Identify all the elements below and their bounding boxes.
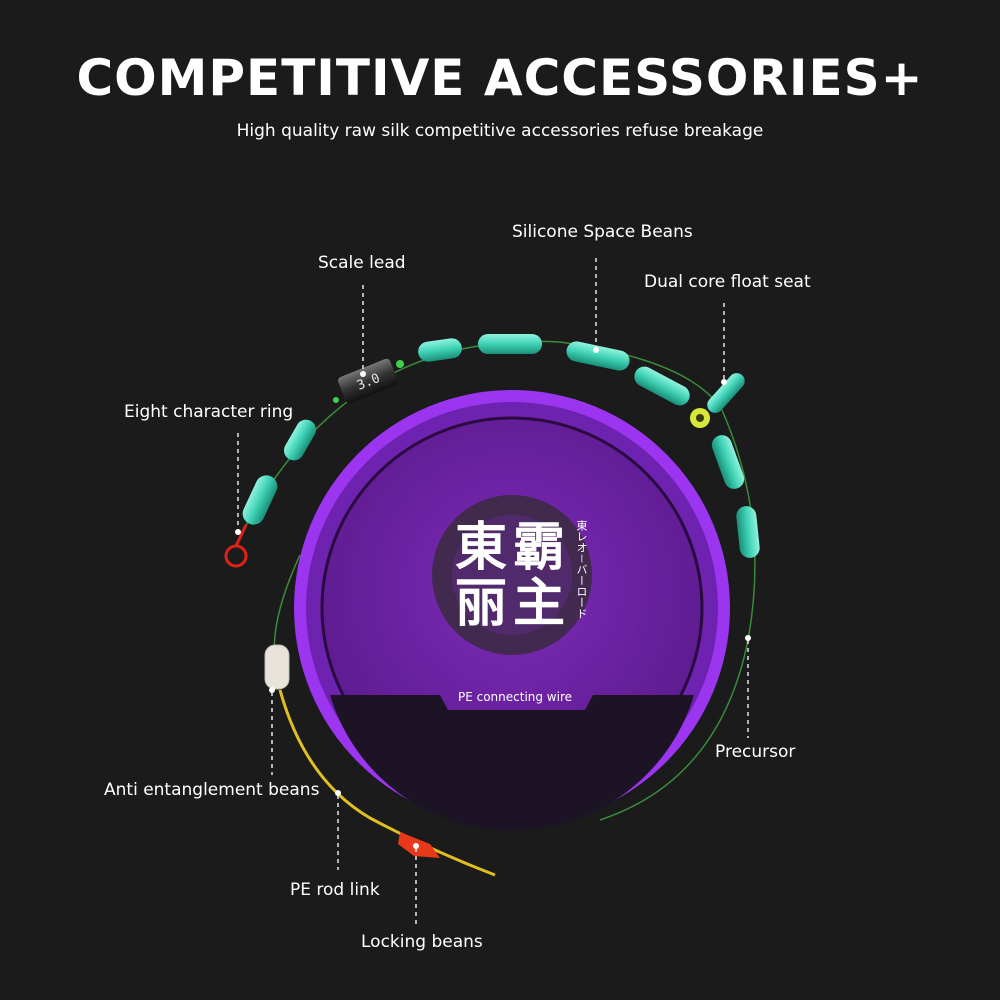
leader-lines	[237, 258, 749, 925]
eight-character-ring	[224, 524, 248, 568]
locking-beans	[398, 832, 440, 858]
label-locking-beans: Locking beans	[361, 932, 483, 952]
pe-connecting-wire-spool	[294, 390, 730, 831]
label-dual-core-float-seat: Dual core float seat	[644, 272, 811, 292]
spool-label: PE connecting wire	[457, 690, 573, 704]
label-eight-character-ring: Eight character ring	[124, 402, 294, 422]
label-anti-entanglement-beans: Anti entanglement beans	[104, 780, 320, 800]
spool-brand-text: 東霸丽主	[455, 517, 572, 634]
leader-dots	[235, 347, 751, 849]
pe-rod-link-line	[278, 689, 496, 877]
page-title: COMPETITIVE ACCESSORIES+	[76, 49, 924, 107]
silicone-space-beans	[242, 334, 760, 558]
label-pe-rod-link: PE rod link	[290, 880, 380, 900]
anti-entanglement-bean	[264, 644, 290, 690]
label-precursor: Precursor	[715, 742, 796, 762]
label-scale-lead: Scale lead	[318, 253, 406, 273]
dual-core-float-seat	[690, 373, 745, 428]
spool-brand-subtext: 東レオ－バーロード	[575, 520, 588, 619]
scale-lead: 3.0	[333, 358, 404, 404]
label-silicone-space-beans: Silicone Space Beans	[512, 222, 693, 242]
page-subtitle: High quality raw silk competitive access…	[236, 121, 764, 141]
